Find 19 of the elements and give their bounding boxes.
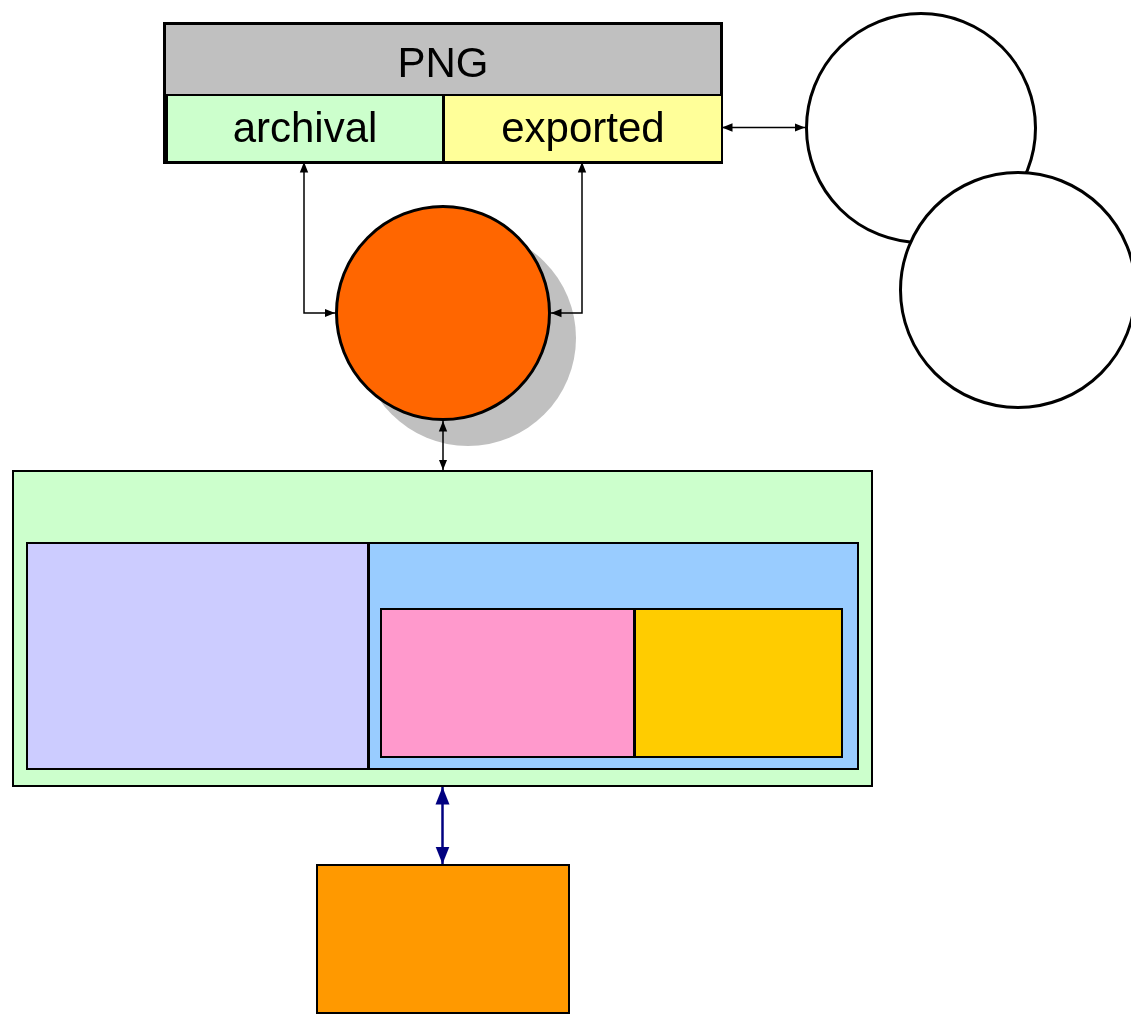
arrow	[438, 420, 448, 471]
panel-box	[26, 542, 369, 770]
header-label: PNG	[396, 39, 490, 87]
arrow	[435, 787, 450, 864]
cell-label: archival	[231, 104, 379, 152]
panel-box	[380, 608, 635, 758]
arrow	[721, 123, 806, 132]
panel-box	[368, 542, 859, 770]
table-box	[163, 22, 723, 164]
arrow	[299, 161, 336, 318]
circle	[805, 12, 1037, 244]
panel-box	[634, 608, 843, 758]
circle	[335, 205, 551, 421]
table-cell	[443, 94, 723, 163]
table-cell	[166, 94, 444, 163]
arrow	[550, 161, 587, 318]
container-box	[12, 470, 873, 787]
rectangle-box	[316, 864, 570, 1014]
cell-label: exported	[500, 104, 666, 152]
